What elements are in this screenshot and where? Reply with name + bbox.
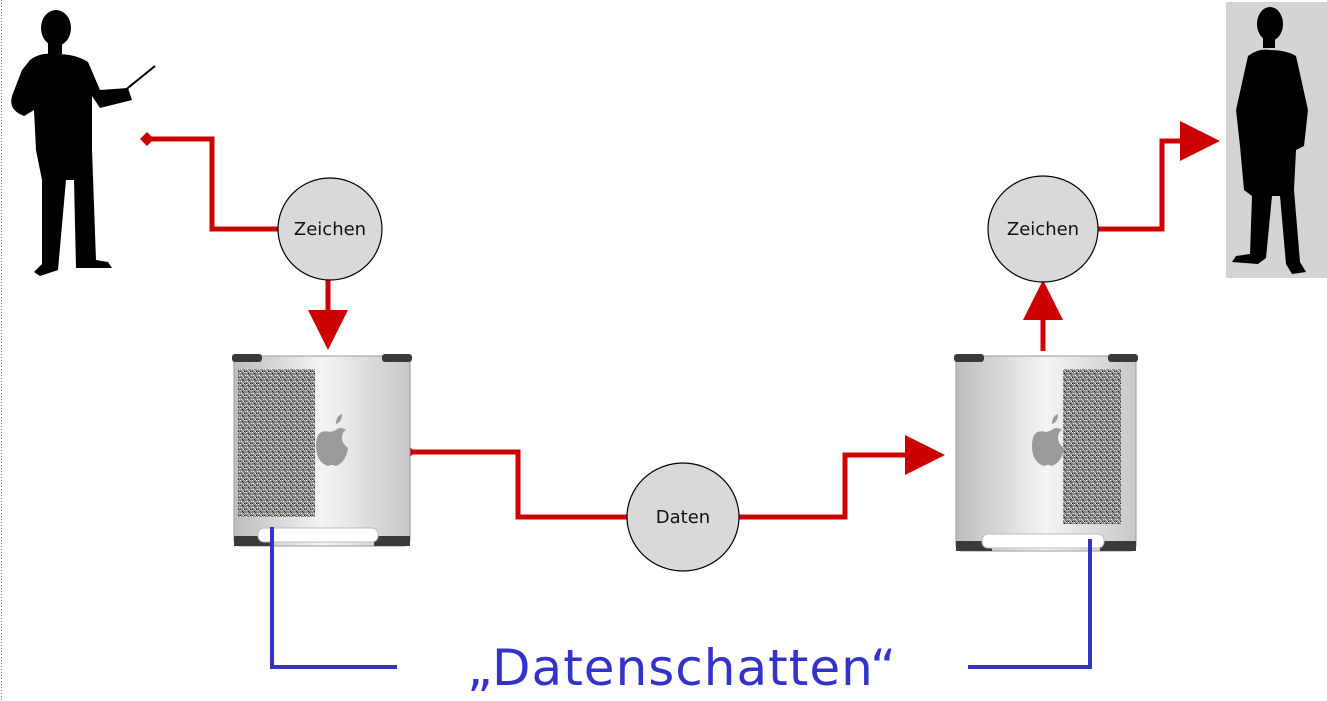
node-data: Daten <box>626 462 740 572</box>
apple-logo-icon <box>316 414 348 466</box>
noise-panel <box>1063 369 1121 524</box>
diamond-end-left <box>140 132 154 146</box>
node-label: Zeichen <box>1007 219 1079 240</box>
node-label: Zeichen <box>294 219 366 240</box>
node-sign-left: Zeichen <box>277 177 383 281</box>
presenter-silhouette-icon <box>11 10 156 276</box>
computer-tower-left <box>232 354 412 547</box>
node-sign-right: Zeichen <box>987 175 1099 283</box>
flow-lines <box>147 121 1220 520</box>
computer-tower-right <box>954 354 1138 552</box>
datenschatten-caption: „Datenschatten“ <box>467 639 897 697</box>
computer-to-data-line <box>409 449 627 520</box>
data-to-computer-arrow <box>739 435 945 520</box>
node-label: Daten <box>656 507 710 528</box>
shadow-line-left <box>270 527 397 669</box>
sender-to-sign-line <box>147 136 278 232</box>
noise-panel <box>238 369 315 517</box>
shadow-line-right <box>968 539 1092 669</box>
shadow-lines <box>270 527 1092 669</box>
sign-to-receiver-arrow <box>1097 121 1220 232</box>
apple-logo-icon <box>1032 414 1064 466</box>
person-silhouette-icon <box>1226 2 1327 278</box>
